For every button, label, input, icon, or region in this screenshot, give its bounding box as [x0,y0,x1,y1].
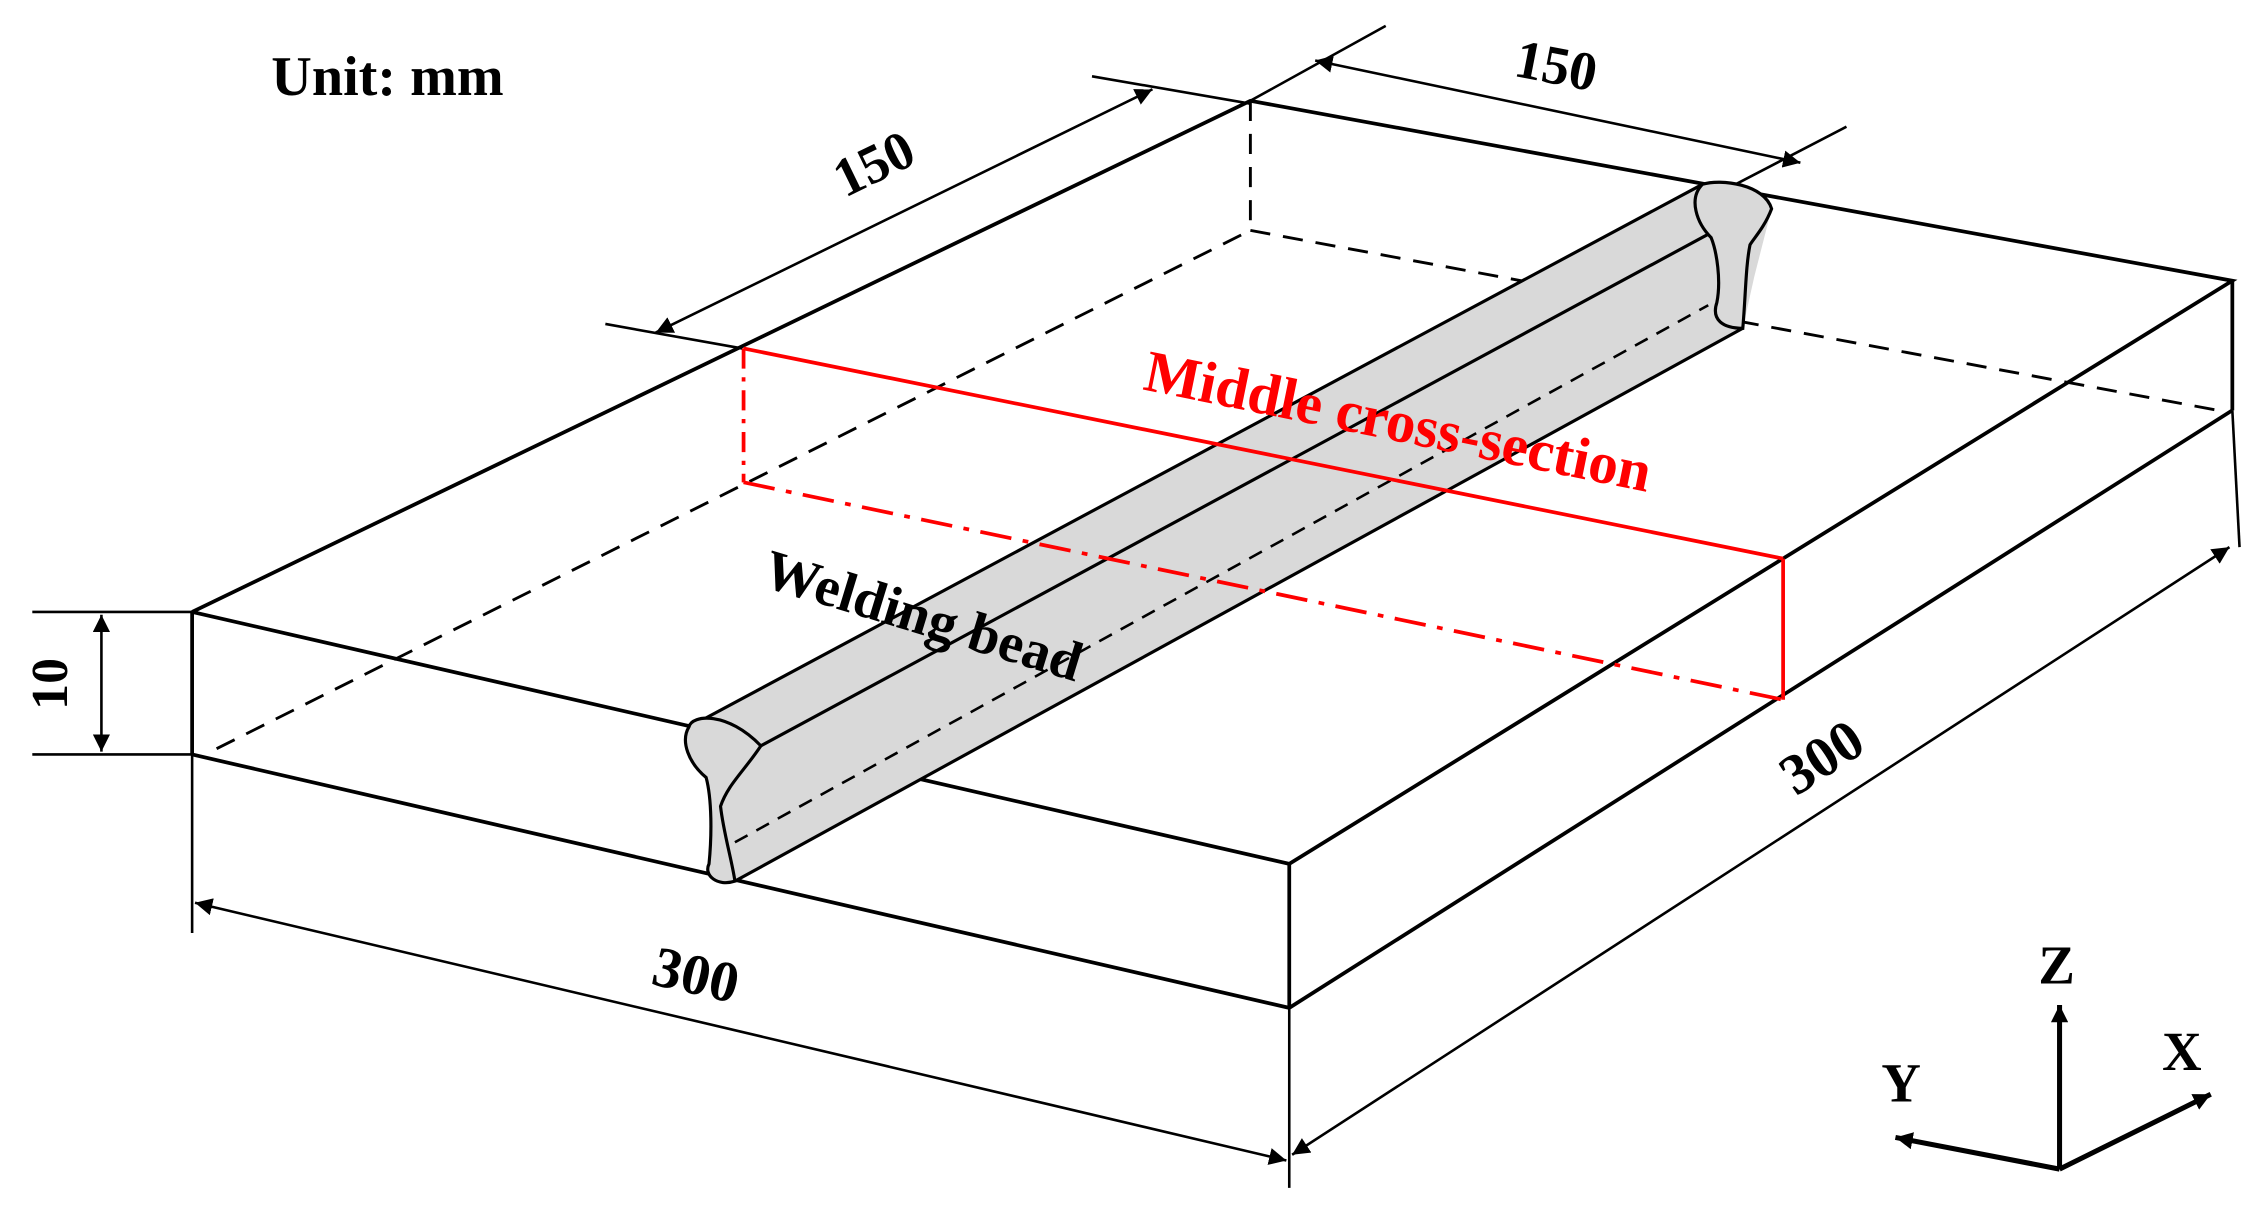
bead-hidden-line [734,304,1709,844]
unit-label: Unit: mm [271,46,503,108]
dim-length-front [190,754,1291,1188]
dim-length-right [1291,410,2241,1156]
dim-label-half-left: 150 [823,118,923,209]
axis-label-z: Z [2038,934,2075,995]
dim-thickness [32,610,193,756]
bead-back-profile [1693,180,1774,330]
dim-half-left [605,75,1251,350]
bead-body [688,184,1772,882]
coordinate-axes [1894,1004,2212,1172]
dim-half-right [1249,24,1848,186]
bead-top-edge [688,182,1704,729]
axis-label-x: X [2162,1021,2202,1082]
bead-front-profile [683,716,763,885]
dim-label-half-right: 150 [1510,28,1602,104]
dim-label-length-front: 300 [647,935,745,1016]
bead-centerline [760,200,1770,748]
welding-bead [683,180,1774,885]
bead-bottom-edge [734,326,1744,883]
axis-label-y: Y [1881,1052,1921,1113]
dim-label-thickness: 10 [22,658,79,710]
plate-hidden-edges [215,100,2219,750]
dim-label-length-right: 300 [1769,708,1876,808]
